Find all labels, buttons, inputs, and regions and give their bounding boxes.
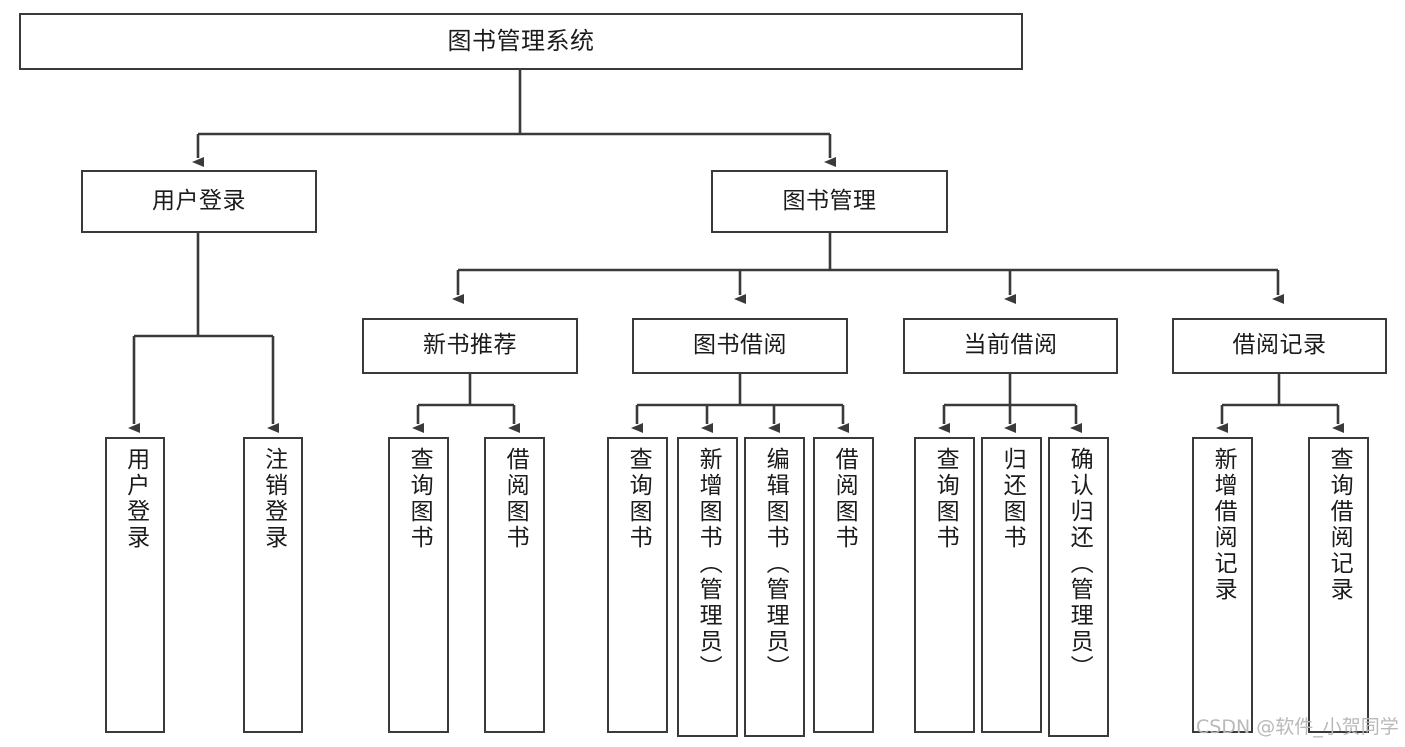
- node-label: 归还图书: [999, 447, 1026, 551]
- node-label: 用户登录: [122, 447, 149, 551]
- node-label: 新书推荐: [423, 332, 517, 359]
- node-label: 图书管理: [782, 187, 877, 214]
- leaf-recommend-query-book[interactable]: 查询图书: [388, 437, 449, 733]
- node-label: 当前借阅: [963, 332, 1058, 359]
- leaf-current-query-book[interactable]: 查询图书: [914, 437, 975, 733]
- node-label: 新增借阅记录: [1210, 447, 1237, 603]
- node-user-login[interactable]: 用户登录: [81, 170, 317, 233]
- node-label: 确认归还（管理员）: [1066, 447, 1093, 681]
- leaf-borrow-query-book[interactable]: 查询图书: [607, 437, 668, 733]
- leaf-borrow-edit-book-admin[interactable]: 编辑图书（管理员）: [744, 437, 805, 737]
- node-current-borrow[interactable]: 当前借阅: [903, 318, 1118, 374]
- leaf-record-add-record[interactable]: 新增借阅记录: [1192, 437, 1253, 733]
- node-label: 图书借阅: [693, 332, 787, 359]
- node-label: 查询图书: [932, 447, 959, 551]
- node-book-management[interactable]: 图书管理: [711, 170, 948, 233]
- leaf-current-return-book[interactable]: 归还图书: [981, 437, 1042, 733]
- node-label: 新增图书（管理员）: [695, 447, 722, 681]
- node-label: 借阅图书: [502, 447, 529, 551]
- node-label: 注销登录: [260, 447, 287, 551]
- node-root-system[interactable]: 图书管理系统: [19, 13, 1023, 70]
- node-book-borrow[interactable]: 图书借阅: [632, 318, 848, 374]
- node-label: 查询图书: [406, 447, 433, 551]
- node-label: 借阅图书: [831, 447, 858, 551]
- leaf-record-query-record[interactable]: 查询借阅记录: [1308, 437, 1369, 733]
- node-label: 图书管理系统: [447, 27, 595, 56]
- node-label: 用户登录: [152, 187, 246, 214]
- leaf-user-login-signin[interactable]: 用户登录: [105, 437, 165, 733]
- node-borrow-record[interactable]: 借阅记录: [1172, 318, 1387, 374]
- leaf-current-confirm-return-admin[interactable]: 确认归还（管理员）: [1048, 437, 1109, 737]
- node-label: 查询借阅记录: [1326, 447, 1353, 603]
- leaf-recommend-borrow-book[interactable]: 借阅图书: [484, 437, 545, 733]
- node-label: 借阅记录: [1232, 332, 1327, 359]
- leaf-borrow-add-book-admin[interactable]: 新增图书（管理员）: [677, 437, 738, 737]
- watermark: CSDN @软件_小贺同学: [1196, 716, 1399, 738]
- leaf-user-login-signout[interactable]: 注销登录: [243, 437, 303, 733]
- node-label: 编辑图书（管理员）: [762, 447, 789, 681]
- node-label: 查询图书: [625, 447, 652, 551]
- node-new-book-recommend[interactable]: 新书推荐: [362, 318, 578, 374]
- leaf-borrow-borrow-book[interactable]: 借阅图书: [813, 437, 874, 733]
